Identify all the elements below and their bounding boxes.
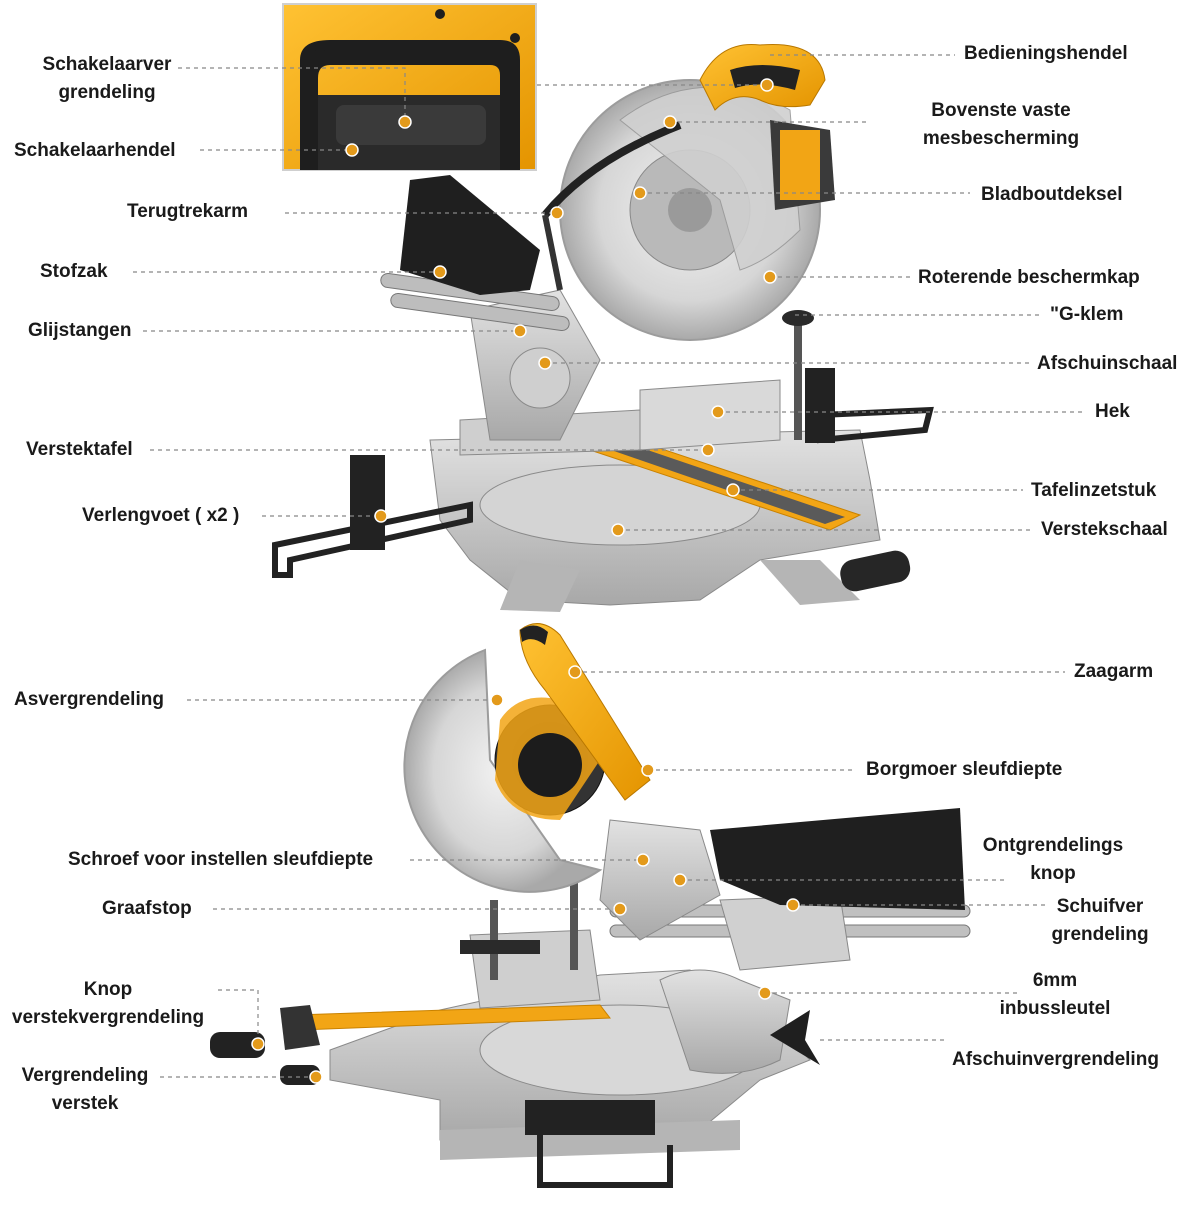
callout-marker	[711, 405, 725, 419]
label-retraction-arm: Terugtrekarm	[127, 201, 249, 222]
label-fence: Hek	[1095, 401, 1130, 422]
leader-miter-lock-knob	[218, 989, 259, 1044]
callout-marker	[613, 902, 627, 916]
label-switch-lever: Schakelaarhendel	[14, 140, 176, 161]
label-slide-rails: Glijstangen	[28, 320, 132, 341]
callout-marker	[251, 1037, 265, 1051]
label-extension-foot: Verlengvoet ( x2 )	[82, 505, 240, 526]
label-release-button: Ontgrendelings knop	[982, 835, 1124, 884]
callout-marker	[758, 986, 772, 1000]
callout-marker	[309, 1070, 323, 1084]
callout-marker	[760, 78, 774, 92]
label-miter-detent-lock: Vergrendeling verstek	[21, 1065, 149, 1114]
callout-marker	[641, 763, 655, 777]
callout-marker	[673, 873, 687, 887]
callout-marker	[538, 356, 552, 370]
callout-marker	[513, 324, 527, 338]
top-saw-drawing	[272, 3, 934, 612]
leader-switch-lock	[178, 67, 406, 122]
label-depth-stop: Graafstop	[102, 898, 192, 919]
callout-marker	[550, 206, 564, 220]
label-bevel-lock: Afschuinvergrendeling	[952, 1049, 1159, 1070]
switch-inset-photo	[282, 3, 537, 171]
leader-lines	[133, 54, 1085, 1078]
label-spindle-lock: Asvergrendeling	[14, 689, 164, 710]
callout-marker	[701, 443, 715, 457]
label-g-clamp: "G-klem	[1050, 304, 1124, 325]
label-bevel-scale: Afschuinschaal	[1037, 353, 1178, 374]
callout-marker	[633, 186, 647, 200]
callout-marker	[433, 265, 447, 279]
callout-marker	[636, 853, 650, 867]
callout-marker	[786, 898, 800, 912]
label-operating-handle: Bedieningshendel	[964, 43, 1128, 64]
callout-marker	[663, 115, 677, 129]
label-rotating-guard: Roterende beschermkap	[918, 267, 1140, 288]
label-hex-key: 6mm inbussleutel	[999, 970, 1111, 1019]
label-miter-scale: Verstekschaal	[1041, 519, 1168, 540]
label-miter-lock-knob: Knop verstekvergrendeling	[11, 979, 205, 1028]
label-switch-lock: Schakelaarver grendeling	[42, 54, 172, 103]
callout-marker	[398, 115, 412, 129]
label-slide-lock: Schuifver grendeling	[1051, 896, 1149, 945]
label-saw-arm: Zaagarm	[1074, 661, 1154, 682]
callout-marker	[490, 693, 504, 707]
callout-marker	[611, 523, 625, 537]
bottom-saw-drawing	[210, 623, 971, 1188]
label-upper-guard: Bovenste vaste mesbescherming	[922, 100, 1080, 149]
label-blade-bolt-cover: Bladboutdeksel	[981, 184, 1123, 205]
callout-marker	[763, 270, 777, 284]
label-depth-screw: Schroef voor instellen sleufdiepte	[68, 849, 374, 870]
callout-marker	[568, 665, 582, 679]
label-miter-table: Verstektafel	[26, 439, 133, 460]
callout-marker	[374, 509, 388, 523]
callout-markers	[251, 78, 800, 1084]
label-dust-bag: Stofzak	[40, 261, 108, 282]
callout-marker	[726, 483, 740, 497]
label-depth-lock-nut: Borgmoer sleufdiepte	[866, 759, 1063, 780]
callout-marker	[345, 143, 359, 157]
label-table-insert: Tafelinzetstuk	[1031, 480, 1157, 501]
